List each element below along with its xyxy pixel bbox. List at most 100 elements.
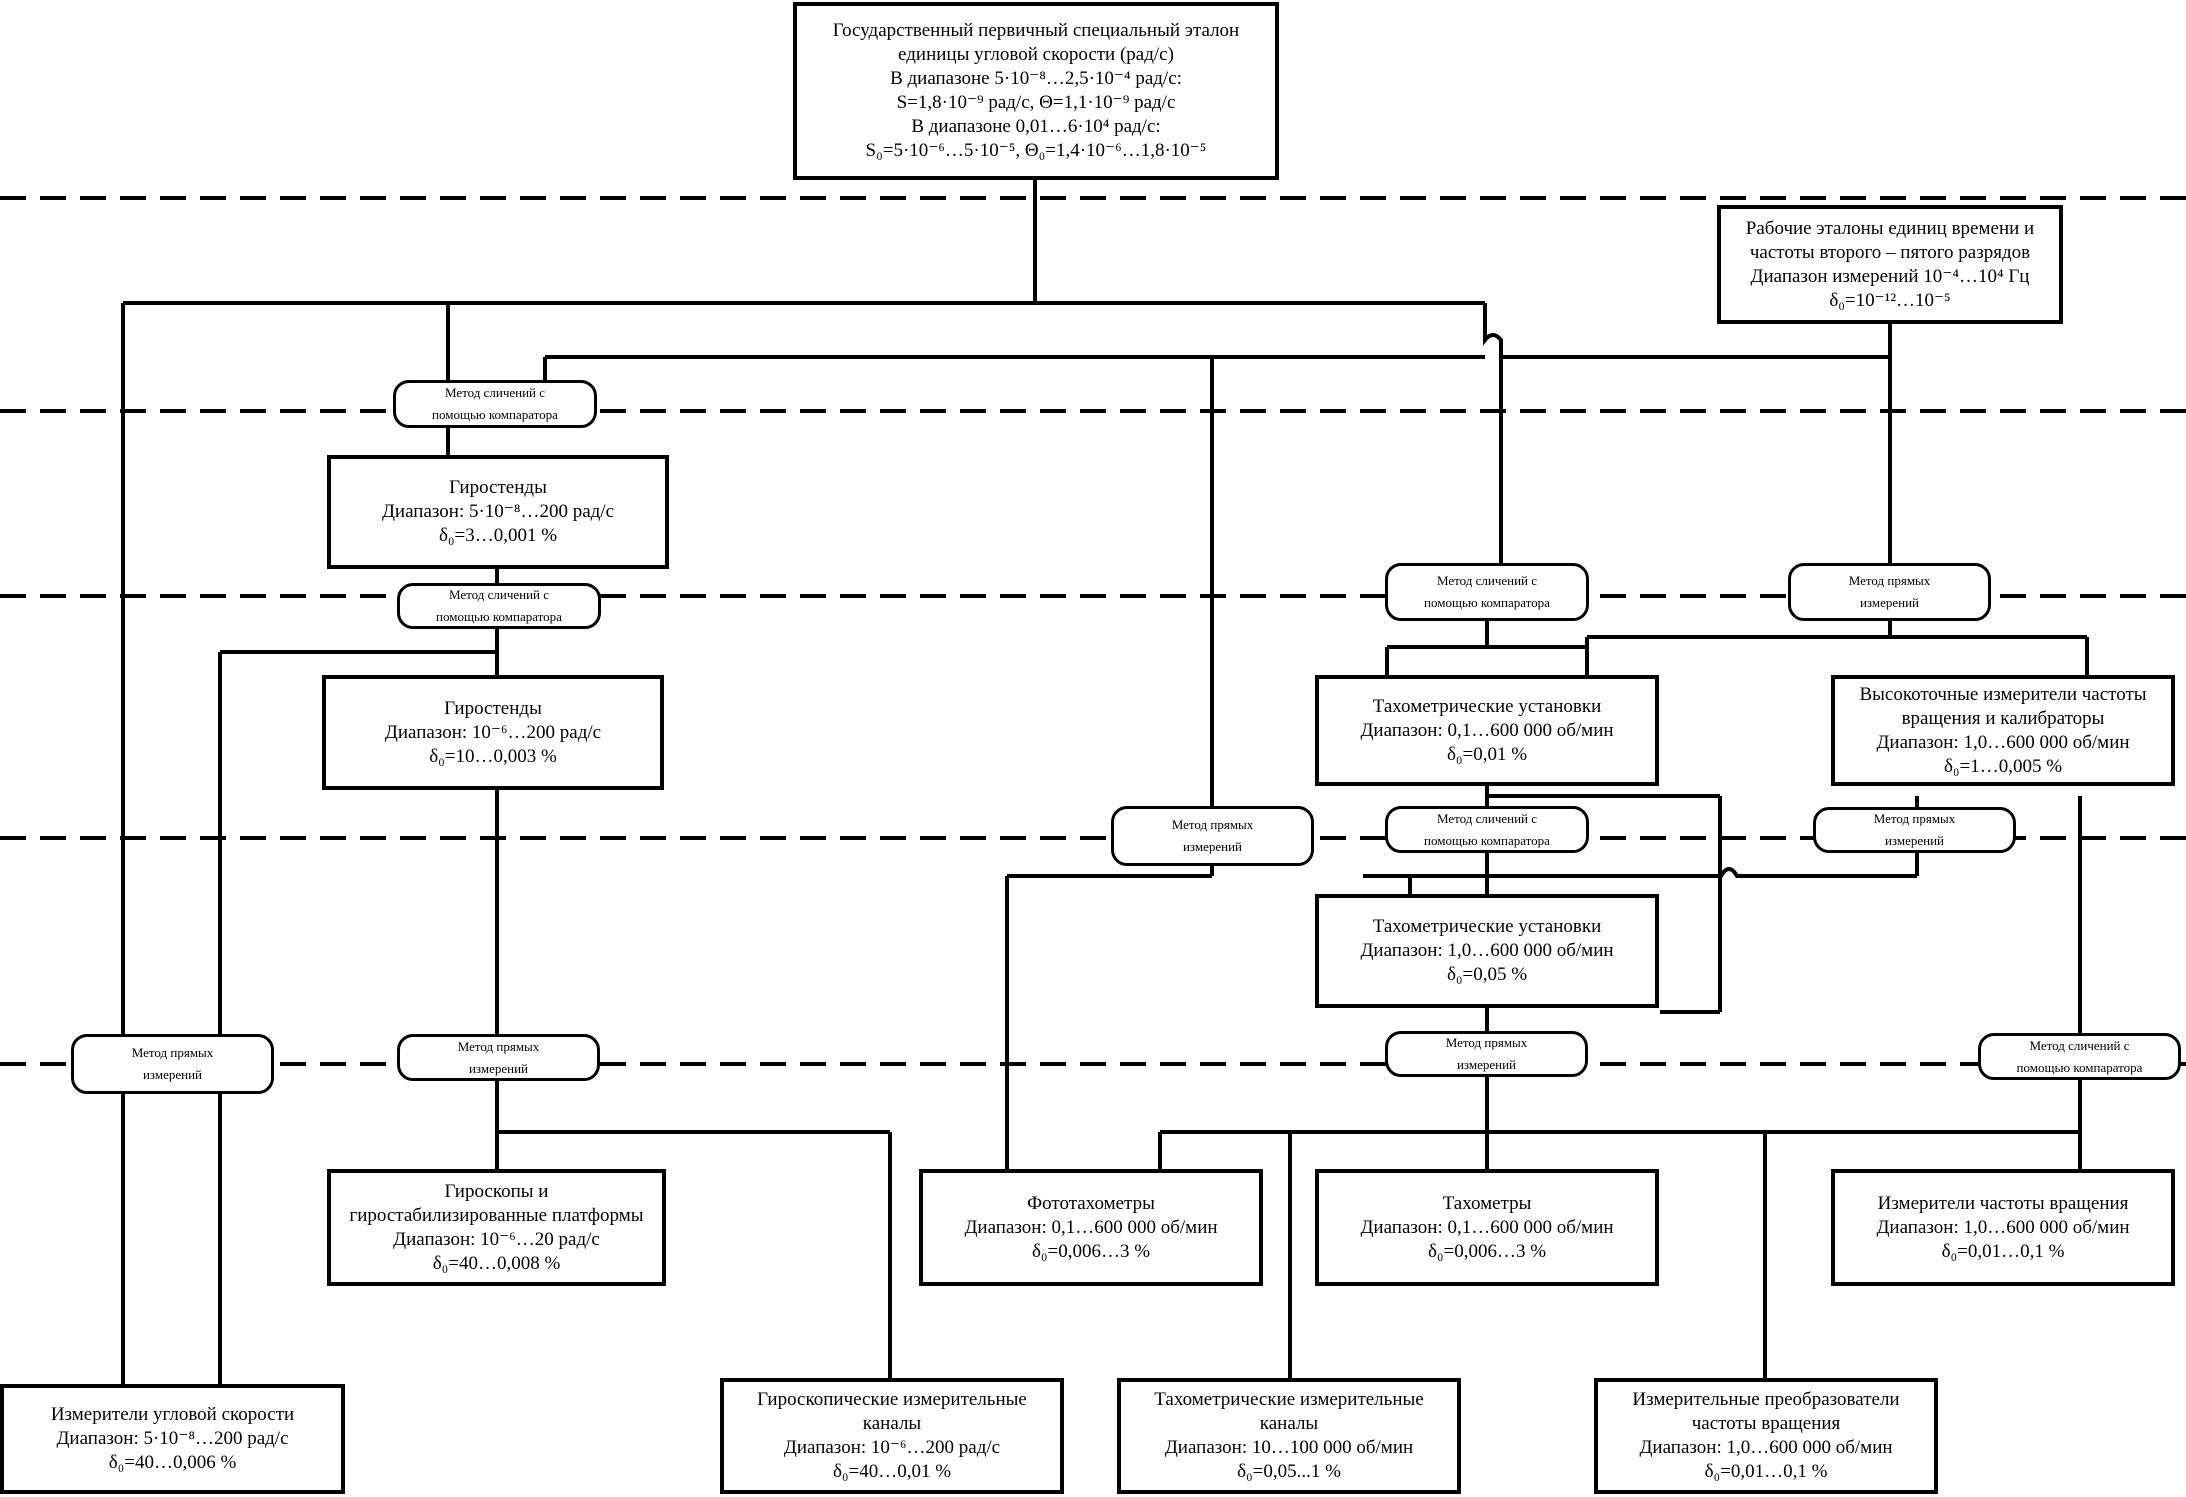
hp-line-4: δ₀=1…0,005 % (1943, 755, 2063, 777)
rot-title: Измерители частоты вращения (1877, 1192, 2129, 1214)
primary-line-4: S=1,8·10⁻⁹ рад/с, Θ=1,1·10⁻⁹ рад/с (896, 92, 1176, 113)
photo-error: δ₀=0,006…3 % (1031, 1240, 1151, 1262)
tacho-installations-1-box: Тахометрические установки Диапазон: 0,1…… (1315, 675, 1659, 786)
method-direct-4: Метод прямых измерений (71, 1034, 274, 1094)
method-label: измерений (1884, 833, 1945, 848)
level-separators (0, 196, 2186, 1066)
gyro1-range: Диапазон: 5·10⁻⁸…200 рад/с (381, 501, 615, 522)
gyro-ch-line-3: Диапазон: 10⁻⁶…200 рад/с (783, 1437, 1001, 1458)
method-label: Метод прямых (1873, 811, 1956, 826)
tacho2-range: Диапазон: 1,0…600 000 об/мин (1360, 940, 1614, 961)
method-label: Метод сличений с (1436, 573, 1538, 588)
method-label: Метод прямых (131, 1045, 214, 1060)
tacho-installations-2-box: Тахометрические установки Диапазон: 1,0…… (1315, 894, 1659, 1008)
method-label: помощью компаратора (2016, 1059, 2143, 1075)
primary-line-6: S₀=5·10⁻⁶…5·10⁻⁵, Θ₀=1,4·10⁻⁶…1,8·10⁻⁵ (865, 140, 1207, 161)
gyro2-title: Гиростенды (444, 697, 542, 719)
method-label: измерений (1182, 839, 1243, 854)
tachometers-title: Тахометры (1442, 1192, 1532, 1214)
gyro2-range: Диапазон: 10⁻⁶…200 рад/с (384, 721, 602, 743)
photo-range: Диапазон: 0,1…600 000 об/мин (964, 1216, 1218, 1238)
ang-error: δ₀=40…0,006 % (108, 1452, 237, 1473)
method-label: измерений (1456, 1057, 1517, 1072)
phototachometers-box: Фототахометры Диапазон: 0,1…600 000 об/м… (919, 1169, 1263, 1286)
rot-error: δ₀=0,01…0,1 % (1941, 1240, 2065, 1262)
method-direct-3: Метод прямых измерений (1813, 807, 2016, 853)
method-label: Метод сличений с (444, 385, 546, 400)
method-direct-5: Метод прямых измерений (397, 1034, 600, 1081)
tacho-channels-box: Тахометрические измерительные каналы Диа… (1117, 1378, 1461, 1494)
method-label: Метод сличений с (448, 587, 550, 602)
tacho-ch-line-4: δ₀=0,05...1 % (1237, 1461, 1341, 1482)
method-label: измерений (142, 1067, 203, 1082)
rot-range: Диапазон: 1,0…600 000 об/мин (1876, 1216, 2130, 1238)
tachometers-range: Диапазон: 0,1…600 000 об/мин (1360, 1216, 1614, 1238)
gyro2-error: δ₀=10…0,003 % (429, 745, 557, 767)
method-label: Метод прямых (457, 1038, 540, 1054)
rotation-converters-box: Измерительные преобразователи частоты вр… (1594, 1378, 1938, 1494)
method-label: помощью компаратора (1424, 595, 1550, 610)
method-comparator-2: Метод сличений с помощью компаратора (397, 583, 601, 629)
time-line-4: δ₀=10⁻¹²…10⁻⁵ (1829, 289, 1951, 311)
tacho1-title: Тахометрические установки (1372, 695, 1602, 717)
method-label: измерений (468, 1060, 529, 1076)
time-frequency-standards-box: Рабочие эталоны единиц времени и частоты… (1717, 205, 2063, 324)
high-precision-meters-box: Высокоточные измерители частоты вращения… (1831, 675, 2175, 786)
hp-line-2: вращения и калибраторы (1901, 707, 2105, 729)
method-label: Метод сличений с (1436, 810, 1538, 826)
gyro1-error: δ₀=3…0,001 % (438, 525, 558, 546)
primary-line-3: В диапазоне 5·10⁻⁸…2,5·10⁻⁴ рад/с: (890, 68, 1182, 89)
gyro1-title: Гиростенды (449, 477, 547, 498)
gyroscopes-box: Гироскопы и гиростабилизированные платфо… (327, 1169, 666, 1286)
gyro-ch-line-1: Гироскопические измерительные (757, 1389, 1027, 1410)
hp-line-1: Высокоточные измерители частоты (1859, 683, 2147, 705)
method-label: помощью компаратора (432, 407, 558, 422)
gyro-channels-box: Гироскопические измерительные каналы Диа… (720, 1378, 1064, 1494)
method-label: измерений (1859, 595, 1920, 610)
tachometers-box: Тахометры Диапазон: 0,1…600 000 об/мин δ… (1315, 1169, 1659, 1286)
rotation-meters-box: Измерители частоты вращения Диапазон: 1,… (1831, 1169, 2175, 1286)
method-direct-2: Метод прямых измерений (1111, 806, 1314, 866)
tacho2-title: Тахометрические установки (1372, 916, 1602, 937)
conv-line-3: Диапазон: 1,0…600 000 об/мин (1639, 1437, 1893, 1458)
gyroscopes-line-2: гиростабилизированные платформы (349, 1204, 644, 1226)
photo-title: Фототахометры (1027, 1192, 1155, 1214)
hp-line-3: Диапазон: 1,0…600 000 об/мин (1876, 731, 2130, 753)
gyrostand-1-box: Гиростенды Диапазон: 5·10⁻⁸…200 рад/с δ₀… (327, 455, 669, 569)
method-comparator-3: Метод сличений с помощью компаратора (1385, 563, 1589, 621)
primary-line-5: В диапазоне 0,01…6·10⁴ рад/с: (911, 116, 1161, 137)
primary-line-1: Государственный первичный специальный эт… (832, 20, 1240, 41)
method-direct-6: Метод прямых измерений (1385, 1031, 1588, 1077)
method-label: Метод прямых (1445, 1035, 1528, 1050)
method-label: помощью компаратора (436, 609, 562, 624)
tacho-ch-line-3: Диапазон: 10…100 000 об/мин (1164, 1437, 1414, 1458)
method-label: помощью компаратора (1424, 832, 1550, 848)
method-label: Метод прямых (1171, 817, 1254, 832)
primary-standard-box: Государственный первичный специальный эт… (793, 2, 1279, 180)
method-direct-1: Метод прямых измерений (1788, 563, 1991, 621)
ang-title: Измерители угловой скорости (50, 1404, 295, 1425)
method-comparator-5: Метод сличений с помощью компаратора (1978, 1033, 2181, 1080)
time-line-1: Рабочие эталоны единиц времени и (1745, 217, 2035, 239)
tacho-ch-line-2: каналы (1259, 1413, 1319, 1434)
conv-line-1: Измерительные преобразователи (1632, 1389, 1900, 1410)
gyroscopes-line-3: Диапазон: 10⁻⁶…20 рад/с (393, 1228, 600, 1250)
time-line-2: частоты второго – пятого разрядов (1749, 241, 2031, 263)
ang-range: Диапазон: 5·10⁻⁸…200 рад/с (56, 1428, 289, 1449)
gyro-ch-line-2: каналы (862, 1413, 922, 1434)
method-label: Метод прямых (1848, 573, 1931, 588)
tacho-ch-line-1: Тахометрические измерительные (1154, 1389, 1424, 1410)
tachometers-error: δ₀=0,006…3 % (1427, 1240, 1547, 1262)
gyroscopes-line-4: δ₀=40…0,008 % (432, 1252, 561, 1274)
tacho2-error: δ₀=0,05 % (1446, 964, 1528, 985)
method-comparator-1: Метод сличений с помощью компаратора (393, 380, 597, 428)
method-comparator-4: Метод сличений с помощью компаратора (1385, 806, 1589, 853)
gyroscopes-line-1: Гироскопы и (444, 1180, 549, 1202)
time-line-3: Диапазон измерений 10⁻⁴…10⁴ Гц (1750, 265, 2030, 287)
conv-line-2: частоты вращения (1691, 1413, 1841, 1434)
tacho1-range: Диапазон: 0,1…600 000 об/мин (1360, 719, 1614, 741)
primary-line-2: единицы угловой скорости (рад/с) (898, 44, 1174, 65)
gyro-ch-line-4: δ₀=40…0,01 % (832, 1461, 952, 1482)
conv-line-4: δ₀=0,01…0,1 % (1704, 1461, 1828, 1482)
